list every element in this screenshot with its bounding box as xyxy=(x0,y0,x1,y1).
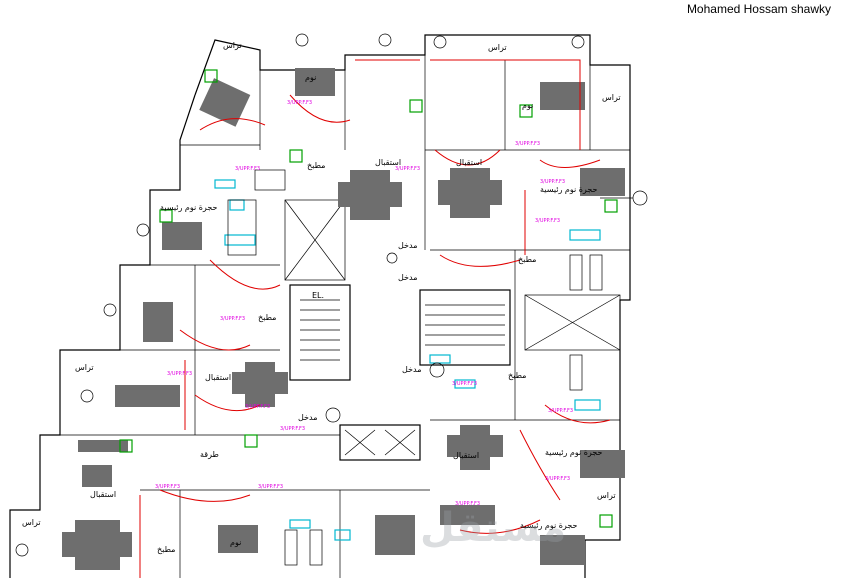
furniture-tables xyxy=(62,168,503,570)
label-kitchen-5: مطبخ xyxy=(157,545,175,554)
circuit-code: 3/UPP.F.F3 xyxy=(540,179,565,185)
circuit-code: 3/UPP.F.F3 xyxy=(545,476,570,482)
circuit-code: 3/UPP.F.F3 xyxy=(235,166,260,172)
circuit-code: 3/UPP.F.F3 xyxy=(395,166,420,172)
label-entrance-3: مدخل xyxy=(298,413,318,422)
label-reception-5: استقبال xyxy=(90,490,116,499)
label-entrance-2: مدخل xyxy=(398,273,418,282)
light-wells xyxy=(284,199,621,351)
watermark: مستقل xyxy=(420,505,567,551)
label-reception-4: استقبال xyxy=(453,451,479,460)
label-reception-2: استقبال xyxy=(456,158,482,167)
label-terrace-5: تراس xyxy=(22,518,41,527)
label-entrance-1: مدخل xyxy=(398,241,418,250)
label-kitchen-2: مطبخ xyxy=(518,255,536,264)
circuit-lines xyxy=(139,59,611,578)
stair-core-left xyxy=(289,284,351,381)
label-master-bedroom-1: حجرة نوم رئيسية xyxy=(160,203,218,212)
circuit-code: 3/UPP.F.F3 xyxy=(245,404,270,410)
circuit-code: 3/UPP.F.F3 xyxy=(220,316,245,322)
circuit-code: 3/UPP.F.F3 xyxy=(258,484,283,490)
label-terrace-6: تراس xyxy=(597,491,616,500)
circuit-code: 3/UPP.F.F3 xyxy=(452,381,477,387)
label-lift-level: EL. xyxy=(312,291,324,300)
label-terrace-1: تراس xyxy=(223,41,242,50)
circuit-code: 3/UPP.F.F3 xyxy=(548,408,573,414)
label-kitchen-3: مطبخ xyxy=(258,313,276,322)
room-labels: تراس تراس تراس تراس تراس تراس نوم نوم نو… xyxy=(22,41,621,554)
label-master-bedroom-2: حجرة نوم رئيسية xyxy=(540,185,598,194)
grid-markers xyxy=(15,33,648,557)
label-bedroom-2: نوم xyxy=(522,101,533,110)
elevators xyxy=(339,424,421,461)
label-reception-1: استقبال xyxy=(375,158,401,167)
label-entrance-4: مدخل xyxy=(402,365,422,374)
label-reception-3: استقبال xyxy=(205,373,231,382)
stair-core-right xyxy=(419,289,511,366)
beds xyxy=(78,68,625,565)
label-master-bedroom-4: حجرة نوم رئيسية xyxy=(520,521,578,530)
circuit-code: 3/UPP.F.F3 xyxy=(535,218,560,224)
label-bedroom-3: نوم xyxy=(230,538,241,547)
author-name: Mohamed Hossam shawky xyxy=(686,2,831,16)
circuit-code: 3/UPP.F.F3 xyxy=(280,426,305,432)
label-terrace-4: تراس xyxy=(75,363,94,372)
label-master-bedroom-3: حجرة نوم رئيسية xyxy=(545,448,603,457)
label-terrace-2: تراس xyxy=(488,43,507,52)
fixtures xyxy=(119,69,618,566)
circuit-codes: 3/UPP.F.F3 3/UPP.F.F3 3/UPP.F.F3 3/UPP.F… xyxy=(155,100,573,507)
circuit-code: 3/UPP.F.F3 xyxy=(455,501,480,507)
circuit-code: 3/UPP.F.F3 xyxy=(155,484,180,490)
circuit-code: 3/UPP.F.F3 xyxy=(287,100,312,106)
circuit-code: 3/UPP.F.F3 xyxy=(515,141,540,147)
label-bedroom-1: نوم xyxy=(305,73,316,82)
label-kitchen-1: مطبخ xyxy=(307,161,325,170)
label-kitchen-4: مطبخ xyxy=(508,371,526,380)
label-corridor: طرقة xyxy=(200,450,219,459)
circuit-code: 3/UPP.F.F3 xyxy=(167,371,192,377)
label-terrace-3: تراس xyxy=(602,93,621,102)
